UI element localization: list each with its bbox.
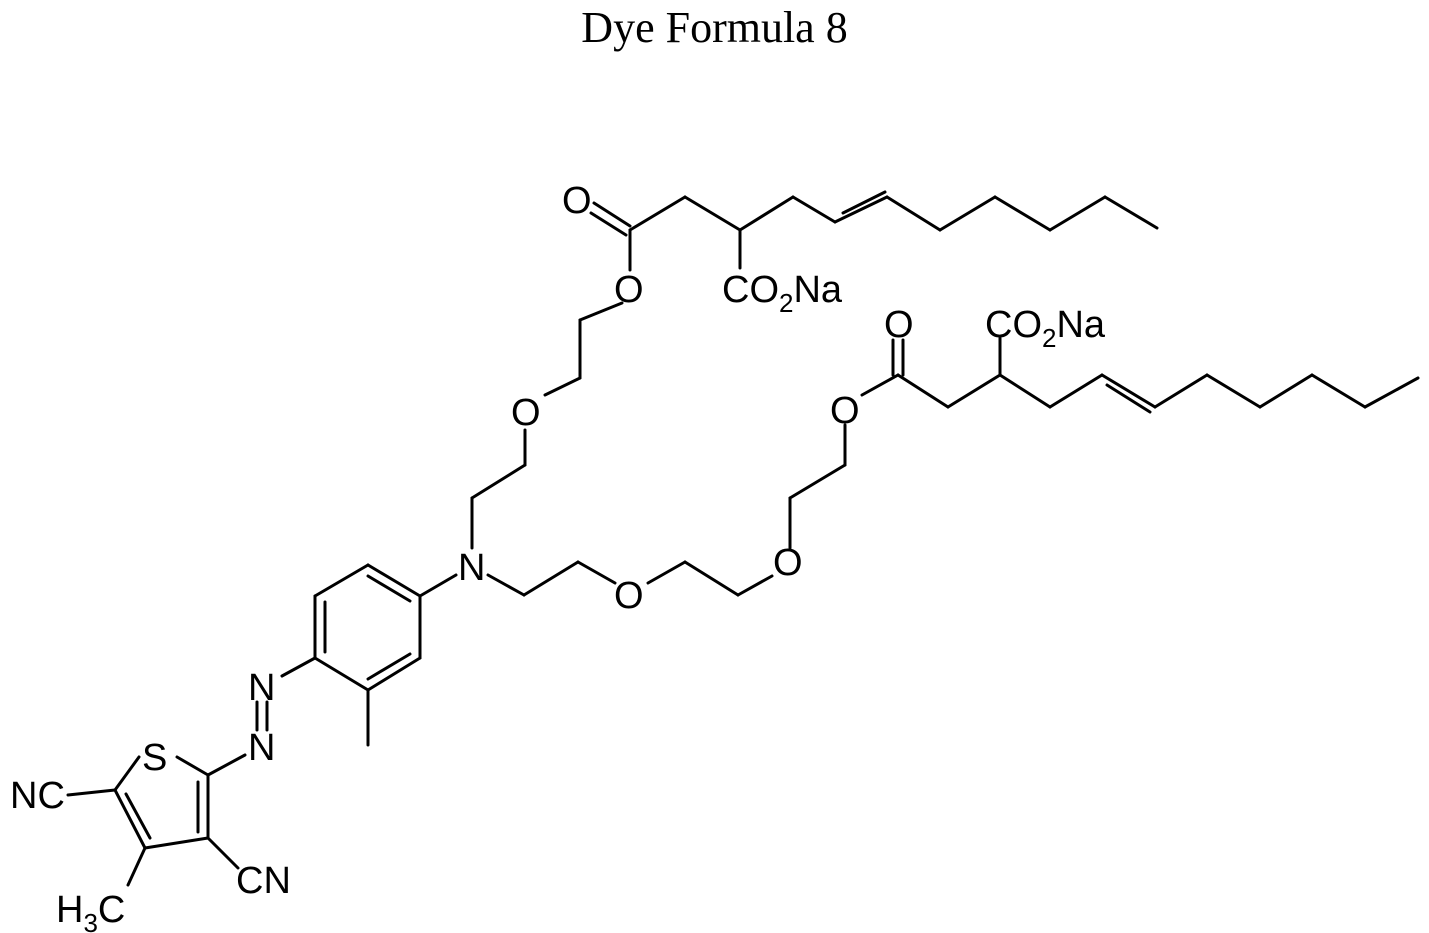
nitrile-right: CN bbox=[236, 860, 291, 902]
azo-nitrogen-upper: N bbox=[248, 667, 275, 709]
right-ester-chain bbox=[862, 338, 1418, 412]
thiophene-sulfur: S bbox=[142, 737, 167, 779]
ether-oxygen-left: O bbox=[511, 392, 541, 434]
carbonyl-oxygen-right: O bbox=[884, 304, 914, 346]
carbonyl-oxygen-upper: O bbox=[562, 180, 592, 222]
azo-nitrogen-lower: N bbox=[248, 727, 275, 769]
carboxylate-right: CO2Na bbox=[985, 304, 1106, 353]
amine-nitrogen: N bbox=[458, 547, 485, 589]
benzene-ring bbox=[282, 565, 456, 745]
azo-thiophene bbox=[68, 702, 267, 885]
nitrile-left: NC bbox=[10, 775, 65, 817]
ester-oxygen-right: O bbox=[830, 390, 860, 432]
methyl-group: H3C bbox=[56, 889, 125, 933]
ether-oxygen-lower-2: O bbox=[773, 542, 803, 584]
left-peg-arm bbox=[472, 430, 525, 548]
ether-oxygen-lower-1: O bbox=[614, 575, 644, 617]
carboxylate-upper: CO2Na bbox=[722, 269, 843, 318]
ester-oxygen-upper: O bbox=[614, 269, 644, 311]
